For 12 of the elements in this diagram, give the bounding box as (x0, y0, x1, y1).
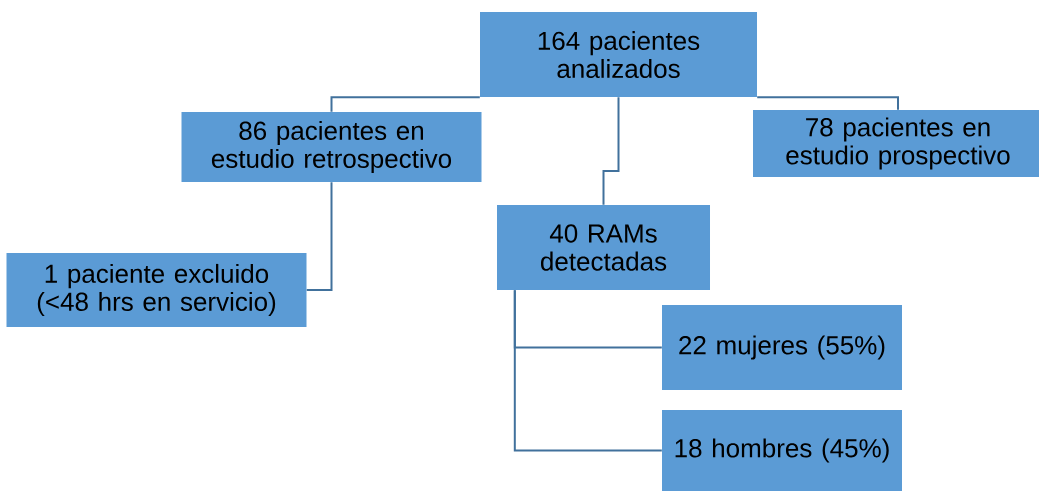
process-box: 78 pacientes en estudio prospectivo (753, 110, 1039, 177)
process-box: 164 pacientes analizados (480, 12, 757, 97)
process-box: 40 RAMs detectadas (497, 205, 710, 290)
connector-line (602, 96, 620, 206)
process-box: 86 pacientes en estudio retrospectivo (181, 112, 482, 182)
process-box: 18 hombres (45%) (662, 410, 902, 491)
process-box: 1 paciente excluido (<48 hrs en servicio) (6, 253, 307, 327)
connector-line (330, 96, 481, 113)
connector-line (305, 181, 333, 291)
connector-line (513, 289, 663, 452)
process-box: 22 mujeres (55%) (662, 305, 902, 390)
connector-line (756, 96, 899, 111)
